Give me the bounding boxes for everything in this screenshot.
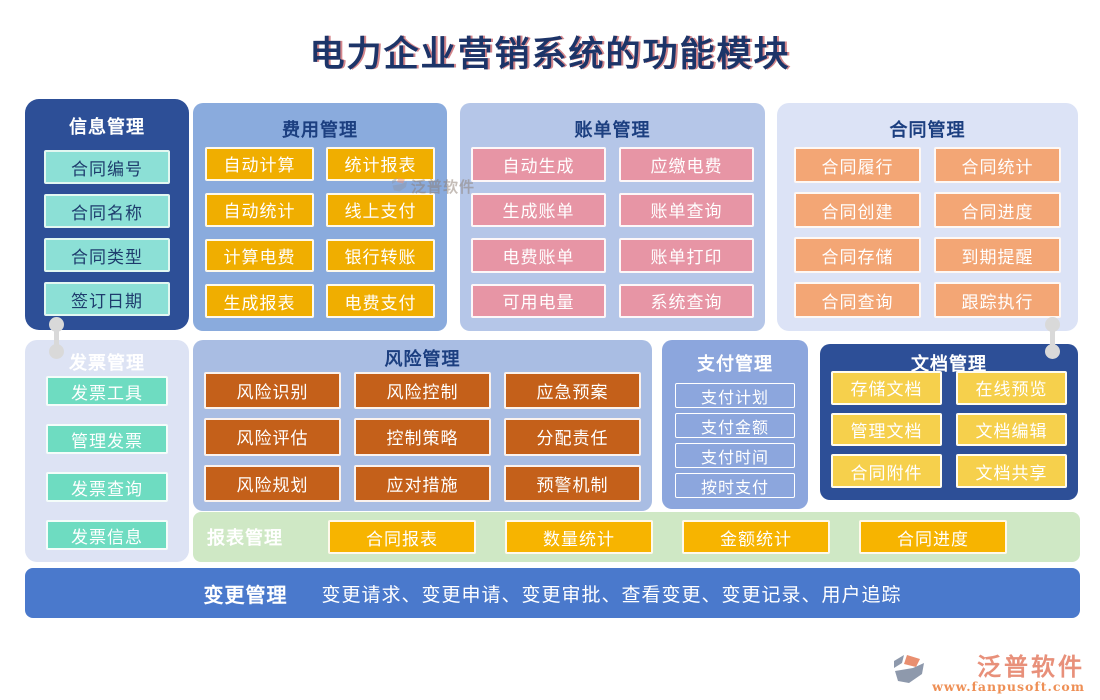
module-button-invoice[interactable]: 管理发票 [46,424,168,454]
module-button-bill[interactable]: 生成账单 [471,192,606,227]
module-button-contract[interactable]: 合同查询 [794,282,921,318]
module-button-fee[interactable]: 电费支付 [326,284,435,318]
module-button-bill[interactable]: 可用电量 [471,283,606,318]
panel-change-management: 变更管理 变更请求、变更申请、变更审批、查看变更、变更记录、用户追踪 [25,568,1080,618]
connector-dot [49,344,64,359]
connector-pin-right [1045,317,1060,359]
module-button-report[interactable]: 数量统计 [505,520,653,554]
module-button-contract[interactable]: 跟踪执行 [934,282,1061,318]
panel-info-buttons: 合同编号 合同名称 合同类型 签订日期 [44,150,170,316]
panel-document-title: 文档管理 [911,354,987,375]
module-button-payment[interactable]: 支付时间 [675,443,795,468]
module-button-info[interactable]: 合同名称 [44,194,170,228]
panel-report-management: 报表管理 合同报表 数量统计 金额统计 合同进度 [193,512,1080,562]
module-button-contract[interactable]: 合同创建 [794,192,921,228]
module-button-report[interactable]: 合同进度 [859,520,1007,554]
module-button-bill[interactable]: 电费账单 [471,238,606,273]
panel-payment-management: 支付管理 支付计划 支付金额 支付时间 按时支付 [662,340,808,509]
panel-payment-title: 支付管理 [697,354,773,375]
module-button-risk[interactable]: 风险识别 [204,372,341,410]
module-button-report[interactable]: 合同报表 [328,520,476,554]
connector-pin-left [49,317,64,359]
module-button-contract[interactable]: 合同存储 [794,237,921,273]
panel-invoice-title: 发票管理 [69,353,145,374]
brand-name: 泛普软件 [977,651,1085,681]
fanpu-logo-icon [892,654,926,688]
brand-url: www.fanpusoft.com [932,679,1085,694]
panel-risk-buttons: 风险识别 风险控制 应急预案 风险评估 控制策略 分配责任 风险规划 应对措施 … [204,372,641,502]
module-button-fee[interactable]: 计算电费 [205,238,314,273]
panel-info-management: 信息管理 合同编号 合同名称 合同类型 签订日期 [25,99,189,330]
connector-line [1050,325,1055,353]
panel-contract-management: 合同管理 合同履行 合同统计 合同创建 合同进度 合同存储 到期提醒 合同查询 … [777,103,1078,331]
panel-document-management: 文档管理 存储文档 在线预览 管理文档 文档编辑 合同附件 文档共享 [820,344,1078,500]
module-button-bill[interactable]: 账单打印 [619,238,754,273]
module-button-risk[interactable]: 风险控制 [354,372,491,410]
module-button-info[interactable]: 签订日期 [44,282,170,316]
module-button-contract[interactable]: 合同履行 [794,147,921,183]
module-button-payment[interactable]: 支付金额 [675,413,795,438]
module-button-risk[interactable]: 风险规划 [204,464,341,502]
module-button-fee[interactable]: 自动计算 [205,147,314,181]
brand-footer: 泛普软件 www.fanpusoft.com [892,654,1085,694]
panel-fee-management: 费用管理 自动计算 统计报表 自动统计 线上支付 计算电费 银行转账 生成报表 … [193,103,447,331]
connector-dot [1045,317,1060,332]
module-button-fee[interactable]: 自动统计 [205,192,314,227]
module-button-document[interactable]: 合同附件 [831,454,942,488]
module-button-document[interactable]: 文档编辑 [956,412,1067,447]
panel-bill-management: 账单管理 自动生成 应缴电费 生成账单 账单查询 电费账单 账单打印 可用电量 … [460,103,765,331]
module-button-invoice[interactable]: 发票工具 [46,376,168,406]
connector-dot [1045,344,1060,359]
panel-info-title: 信息管理 [69,117,145,138]
panel-bill-buttons: 自动生成 应缴电费 生成账单 账单查询 电费账单 账单打印 可用电量 系统查询 [471,147,754,318]
module-button-report[interactable]: 金额统计 [682,520,830,554]
panel-document-buttons: 存储文档 在线预览 管理文档 文档编辑 合同附件 文档共享 [831,371,1067,488]
panel-risk-management: 风险管理 风险识别 风险控制 应急预案 风险评估 控制策略 分配责任 风险规划 … [193,340,652,511]
panel-contract-buttons: 合同履行 合同统计 合同创建 合同进度 合同存储 到期提醒 合同查询 跟踪执行 [794,147,1061,318]
module-button-fee[interactable]: 线上支付 [326,192,435,227]
connector-dot [49,317,64,332]
module-button-risk[interactable]: 应对措施 [354,464,491,502]
panel-payment-buttons: 支付计划 支付金额 支付时间 按时支付 [675,383,795,498]
module-button-info[interactable]: 合同编号 [44,150,170,184]
module-button-document[interactable]: 文档共享 [956,454,1067,488]
module-button-payment[interactable]: 支付计划 [675,383,795,408]
diagram-title: 电力企业营销系统的功能模块 [309,34,791,75]
module-button-bill[interactable]: 自动生成 [471,147,606,182]
panel-invoice-management: 发票管理 发票工具 管理发票 发票查询 发票信息 [25,340,189,562]
module-button-info[interactable]: 合同类型 [44,238,170,272]
module-button-contract[interactable]: 合同进度 [934,192,1061,228]
panel-change-title: 变更管理 [203,582,288,607]
module-button-risk[interactable]: 风险评估 [204,418,341,456]
panel-risk-title: 风险管理 [384,349,461,370]
module-button-invoice[interactable]: 发票信息 [46,520,168,550]
module-button-bill[interactable]: 账单查询 [619,192,754,227]
module-button-risk[interactable]: 预警机制 [504,464,641,502]
module-button-fee[interactable]: 统计报表 [326,147,435,181]
module-button-risk[interactable]: 控制策略 [354,418,491,456]
module-button-document[interactable]: 管理文档 [831,412,942,447]
module-button-invoice[interactable]: 发票查询 [46,472,168,502]
module-button-contract[interactable]: 到期提醒 [934,237,1061,273]
module-button-bill[interactable]: 应缴电费 [619,147,754,182]
panel-invoice-buttons: 发票工具 管理发票 发票查询 发票信息 [46,376,168,550]
panel-contract-title: 合同管理 [889,120,966,141]
module-button-bill[interactable]: 系统查询 [619,283,754,318]
connector-line [54,325,59,353]
panel-bill-title: 账单管理 [574,120,651,141]
module-button-risk[interactable]: 分配责任 [504,418,641,456]
panel-fee-title: 费用管理 [282,120,358,141]
panel-fee-buttons: 自动计算 统计报表 自动统计 线上支付 计算电费 银行转账 生成报表 电费支付 [205,147,435,318]
module-button-fee[interactable]: 生成报表 [205,284,314,318]
module-button-document[interactable]: 存储文档 [831,371,942,405]
module-button-contract[interactable]: 合同统计 [934,147,1061,183]
module-button-document[interactable]: 在线预览 [956,371,1067,405]
panel-change-items: 变更请求、变更申请、变更审批、查看变更、变更记录、用户追踪 [321,583,902,606]
module-button-fee[interactable]: 银行转账 [326,238,435,273]
panel-report-title: 报表管理 [207,528,283,549]
module-button-risk[interactable]: 应急预案 [504,372,641,410]
module-button-payment[interactable]: 按时支付 [675,473,795,498]
